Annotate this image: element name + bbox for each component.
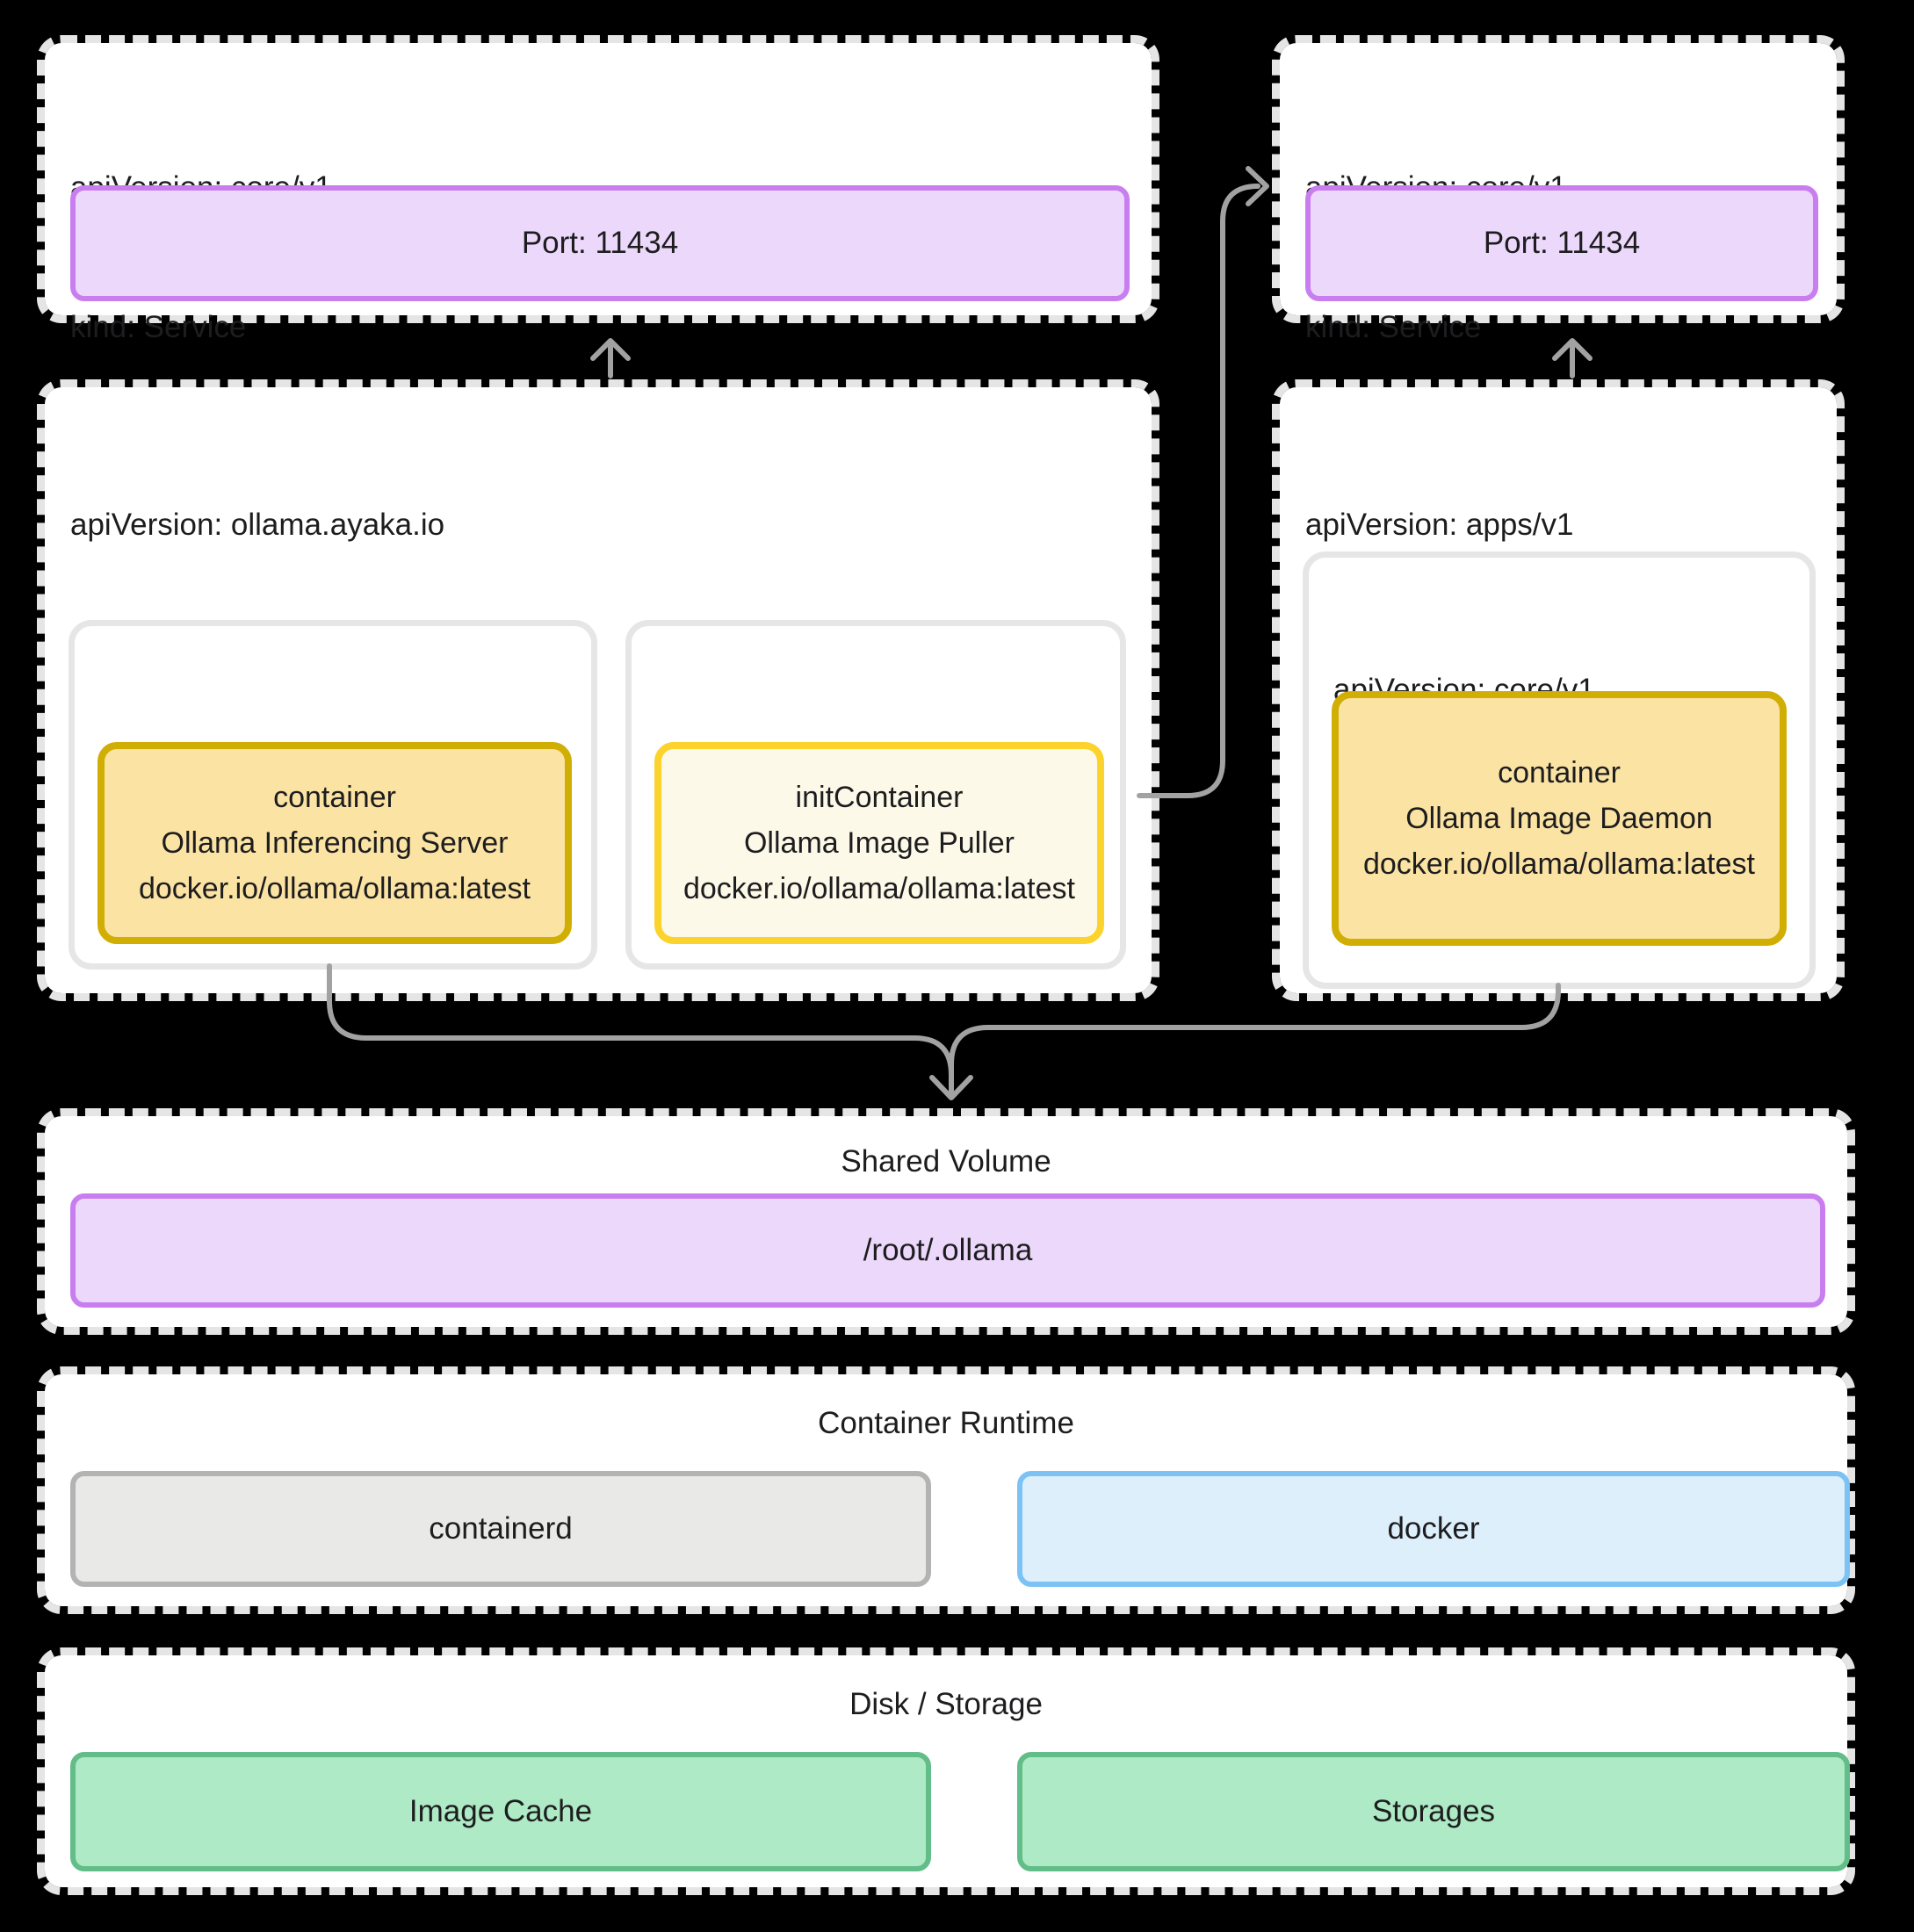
storages-label: Storages (1371, 1794, 1496, 1828)
left-service-kind: kind: Service (70, 310, 247, 344)
node-disk-storage: Disk / Storage Image Cache Storages (37, 1647, 1855, 1895)
pod-puller: apiVersion: core/v1 kind: Pod initContai… (625, 620, 1126, 970)
right-service-port-label: Port: 11434 (1483, 226, 1641, 260)
right-service-kind: kind: Service (1305, 310, 1482, 344)
image-cache-label: Image Cache (408, 1794, 593, 1828)
containerd-label: containerd (429, 1511, 573, 1546)
node-left-service: apiVersion: core/v1 kind: Service Port: … (37, 35, 1159, 344)
container-daemon-name: Ollama Image Daemon (1405, 802, 1713, 835)
left-service-port-box: Port: 11434 (70, 185, 1130, 301)
pod-daemon: apiVersion: core/v1 kind: Pod container … (1303, 551, 1816, 989)
node-statefulset: apiVersion: apps/v1 kind: StatefulSet ap… (1272, 379, 1845, 1001)
storages-box: Storages (1017, 1752, 1850, 1871)
container-runtime-title: Container Runtime (818, 1406, 1074, 1440)
node-container-runtime: Container Runtime containerd docker (37, 1366, 1855, 1614)
container-inferencing-kind: container (273, 781, 396, 814)
container-inferencing-server: container Ollama Inferencing Server dock… (98, 742, 572, 944)
statefulset-apiversion: apiVersion: apps/v1 (1305, 508, 1574, 542)
node-model: apiVersion: ollama.ayaka.io kind: Model … (37, 379, 1159, 1001)
container-puller-image: docker.io/ollama/ollama:latest (683, 872, 1075, 905)
disk-storage-title: Disk / Storage (849, 1687, 1043, 1721)
container-inferencing-image: docker.io/ollama/ollama:latest (138, 872, 531, 905)
shared-volume-mount-box: /root/.ollama (70, 1193, 1825, 1308)
container-inferencing-name: Ollama Inferencing Server (161, 826, 509, 860)
left-service-port-label: Port: 11434 (521, 226, 679, 260)
pod-inference: apiVersion: core/v1 kind: Pod container … (69, 620, 597, 970)
node-shared-volume: Shared Volume /root/.ollama (37, 1108, 1855, 1335)
containerd-box: containerd (70, 1471, 931, 1587)
container-image-puller: initContainer Ollama Image Puller docker… (654, 742, 1104, 944)
node-right-service: apiVersion: core/v1 kind: Service Port: … (1272, 35, 1845, 344)
container-image-daemon: container Ollama Image Daemon docker.io/… (1332, 691, 1787, 946)
container-daemon-image: docker.io/ollama/ollama:latest (1362, 847, 1755, 881)
container-puller-kind: initContainer (795, 781, 964, 814)
container-daemon-kind: container (1498, 756, 1621, 789)
right-service-port-box: Port: 11434 (1305, 185, 1818, 301)
image-cache-box: Image Cache (70, 1752, 931, 1871)
arrow-model-to-left-service (590, 338, 631, 378)
shared-volume-title: Shared Volume (841, 1144, 1051, 1179)
container-puller-name: Ollama Image Puller (743, 826, 1015, 860)
docker-label: docker (1387, 1511, 1480, 1546)
model-apiversion: apiVersion: ollama.ayaka.io (70, 508, 445, 542)
docker-box: docker (1017, 1471, 1850, 1587)
shared-volume-mount-label: /root/.ollama (863, 1233, 1033, 1267)
